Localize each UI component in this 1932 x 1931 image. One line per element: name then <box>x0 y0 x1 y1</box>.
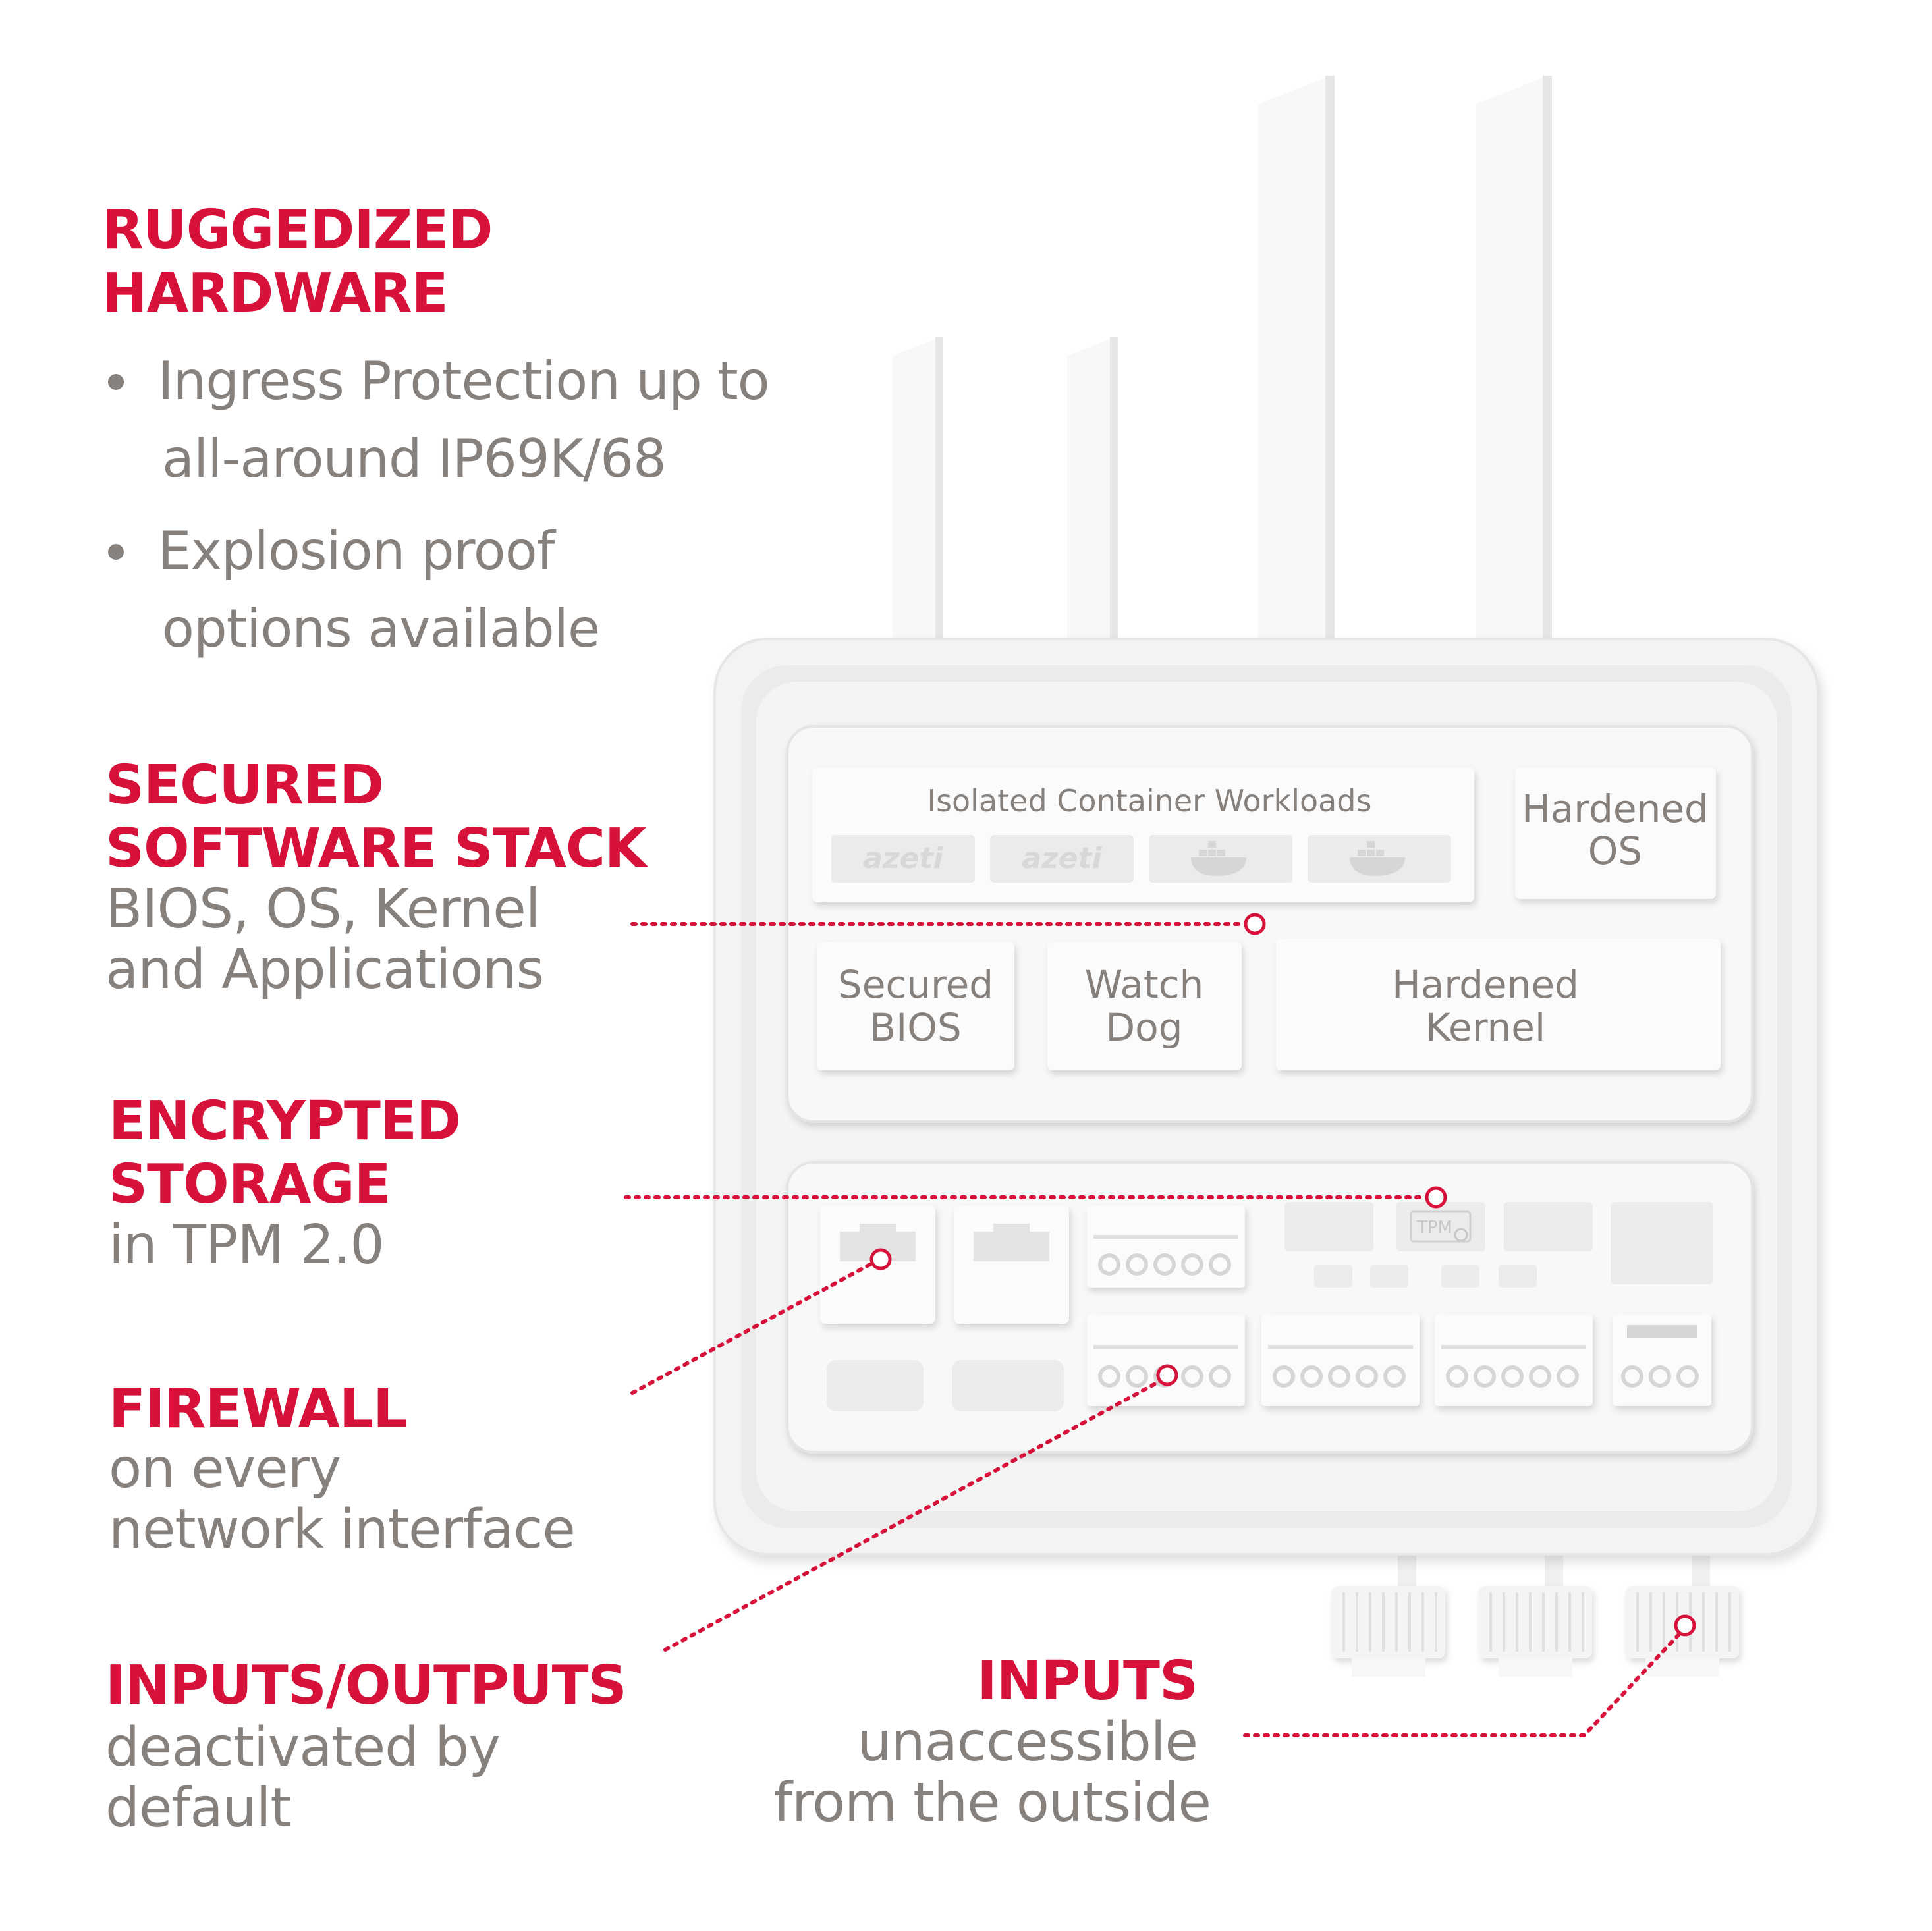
usb-port <box>827 1360 924 1411</box>
terminal-block-small <box>1613 1314 1711 1406</box>
antenna <box>893 337 941 645</box>
container-workloads-box: Isolated Container Workloads azeti azeti <box>812 767 1474 902</box>
callout-dot <box>869 1248 892 1270</box>
bullet-explosion: Explosion proof options available <box>99 512 769 668</box>
cable-gland <box>1332 1586 1445 1677</box>
chip-small <box>1441 1265 1479 1288</box>
docker-whale-icon <box>1350 841 1405 876</box>
bullet-dot-icon <box>108 544 124 560</box>
tpm-chip: TPM <box>1396 1202 1485 1251</box>
chip-small <box>1314 1265 1352 1288</box>
antenna <box>1543 76 1552 645</box>
chip <box>1504 1202 1593 1251</box>
callout-dot <box>1425 1186 1447 1209</box>
callout-dot <box>1674 1614 1696 1637</box>
usb-port <box>952 1360 1064 1411</box>
inputs-title: INPUTS <box>977 1650 1198 1712</box>
callout-dot <box>1156 1364 1178 1386</box>
hardened-kernel-label: Hardened <box>1392 962 1579 1007</box>
watch-dog-label: Dog <box>1106 1005 1183 1050</box>
container-workloads-title: Isolated Container Workloads <box>927 783 1372 819</box>
firewall-title: FIREWALL <box>109 1378 407 1440</box>
azeti-logo: azeti <box>1022 842 1102 875</box>
secured-bios-box <box>817 942 1014 1070</box>
terminal-block <box>1261 1314 1420 1406</box>
firewall-desc: on every network interface <box>109 1438 576 1561</box>
lock-icon <box>1454 1228 1468 1242</box>
callout-leaders <box>624 922 1685 1737</box>
antenna <box>1110 337 1118 647</box>
inputs-desc: unaccessible from the outside <box>773 1711 1211 1834</box>
watch-dog-label: Watch <box>1085 962 1204 1007</box>
hardware-bullets: Ingress Protection up to all-around IP69… <box>99 342 770 682</box>
callout-dot <box>1244 913 1266 935</box>
leader-inputs <box>1243 1628 1685 1737</box>
bullet-dot-icon <box>108 374 124 390</box>
hardware-title: RUGGEDIZED HARDWARE <box>102 199 493 325</box>
chip <box>1284 1202 1373 1251</box>
chip-small <box>1499 1265 1537 1288</box>
antenna <box>1476 76 1548 645</box>
hardened-os-label: Hardened <box>1522 786 1709 831</box>
io-title: INPUTS/OUTPUTS <box>105 1654 627 1717</box>
hardened-kernel-label: Kernel <box>1425 1005 1545 1050</box>
storage-title: ENCRYPTED STORAGE <box>109 1090 461 1216</box>
ethernet-port <box>954 1205 1069 1324</box>
chip <box>1611 1202 1713 1284</box>
terminal-block <box>1435 1314 1593 1406</box>
software-title: SECURED SOFTWARE STACK <box>105 754 646 880</box>
terminal-block <box>1087 1205 1245 1288</box>
bullet-ingress: Ingress Protection up to all-around IP69… <box>99 342 770 498</box>
cable-glands <box>1332 1541 1739 1677</box>
storage-desc: in TPM 2.0 <box>109 1214 385 1276</box>
antenna <box>1067 337 1115 645</box>
callout-endpoints <box>869 913 1696 1637</box>
antenna <box>1325 76 1335 645</box>
secured-bios-label: Secured <box>838 962 993 1007</box>
hardened-os-box <box>1515 767 1716 899</box>
antenna <box>1258 76 1331 645</box>
docker-whale-icon <box>1191 841 1246 876</box>
software-desc: BIOS, OS, Kernel and Applications <box>105 878 544 1001</box>
container-azeti <box>831 835 975 883</box>
io-desc: deactivated by default <box>105 1716 501 1839</box>
antenna <box>935 337 943 647</box>
cable-gland <box>1479 1586 1592 1677</box>
container-azeti <box>990 835 1134 883</box>
leader-firewall <box>630 1259 878 1395</box>
tpm-label: TPM <box>1416 1218 1452 1237</box>
hardened-kernel-box <box>1276 938 1721 1070</box>
azeti-logo: azeti <box>863 842 943 875</box>
watch-dog-box <box>1047 942 1242 1070</box>
antennas <box>893 76 1552 647</box>
terminal-block <box>1087 1314 1245 1406</box>
secured-bios-label: BIOS <box>869 1005 961 1050</box>
hardened-os-label: OS <box>1588 829 1642 873</box>
chip-small <box>1370 1265 1408 1288</box>
